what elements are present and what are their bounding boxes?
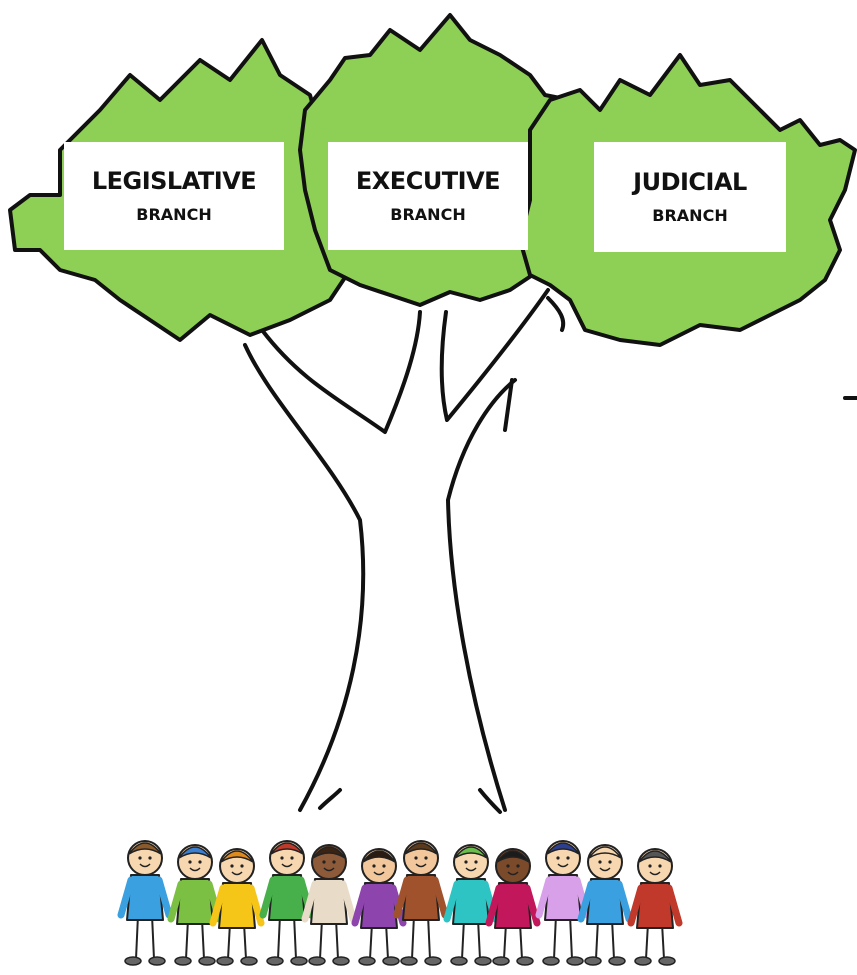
executive-branch-label: EXECUTIVE BRANCH: [328, 142, 528, 250]
legislative-subtitle: BRANCH: [136, 204, 212, 224]
judicial-subtitle: BRANCH: [652, 205, 728, 225]
person-figure: [535, 840, 591, 966]
person-figure: [351, 848, 407, 966]
executive-title: EXECUTIVE: [355, 167, 501, 196]
judicial-branch-label: JUDICIAL BRANCH: [594, 142, 786, 252]
person-figure: [301, 844, 357, 966]
person-figure: [259, 840, 315, 966]
citizens-group: [117, 840, 683, 966]
tree-roots: [318, 788, 502, 814]
person-figure: [209, 848, 265, 966]
person-figure: [167, 844, 223, 966]
person-figure: [117, 840, 173, 966]
person-figure: [627, 848, 683, 966]
judicial-title: JUDICIAL: [633, 168, 747, 197]
person-figure: [393, 840, 449, 966]
person-figure: [485, 848, 541, 966]
person-figure: [577, 844, 633, 966]
legislative-branch-label: LEGISLATIVE BRANCH: [64, 142, 284, 250]
person-figure: [443, 844, 499, 966]
tree-trunk: [243, 288, 857, 812]
legislative-title: LEGISLATIVE: [91, 167, 257, 196]
executive-subtitle: BRANCH: [390, 204, 466, 224]
